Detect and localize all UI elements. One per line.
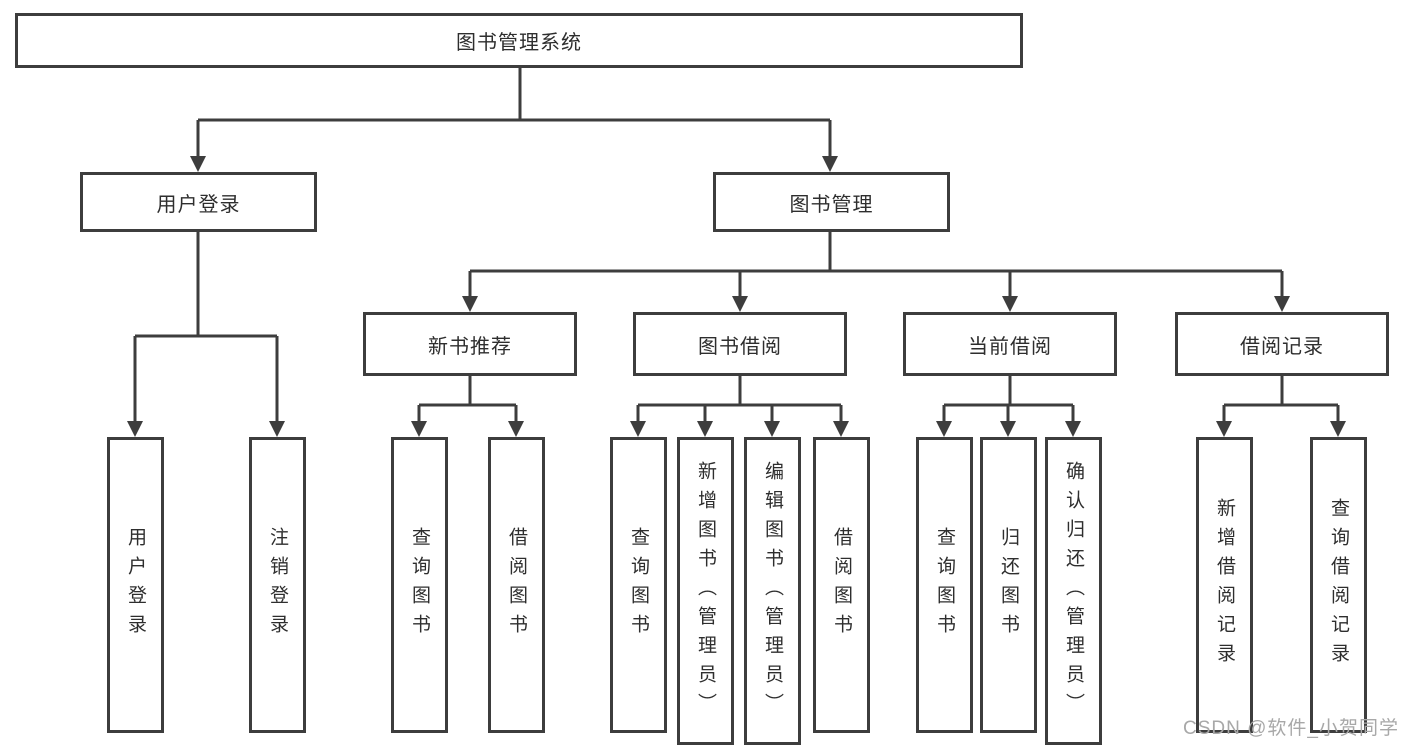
arrowhead (1000, 421, 1016, 437)
leaf-label: 查询借阅记录 (1328, 498, 1349, 672)
leaf-label: 注销登录 (267, 527, 288, 643)
arrowhead (462, 296, 478, 312)
leaf-label: 确认归还（管理员） (1063, 460, 1084, 722)
connector-current-borrow-split (942, 376, 1075, 423)
node-new-book-recommend: 新书推荐 (363, 312, 577, 376)
leaf-label: 查询图书 (628, 527, 649, 643)
leaf-query-book-nb: 查询图书 (391, 437, 448, 733)
arrowhead (190, 156, 206, 172)
node-current-borrow: 当前借阅 (903, 312, 1117, 376)
leaf-query-borrow-record: 查询借阅记录 (1310, 437, 1367, 733)
arrowhead (1274, 296, 1290, 312)
connector-book-mgmt-split (468, 232, 1284, 298)
leaf-logout: 注销登录 (249, 437, 306, 733)
arrowhead (697, 421, 713, 437)
arrowhead (764, 421, 780, 437)
arrowhead (1330, 421, 1346, 437)
leaf-return-book: 归还图书 (980, 437, 1037, 733)
leaf-borrow-book-nb: 借阅图书 (488, 437, 545, 733)
node-root: 图书管理系统 (15, 13, 1023, 68)
node-book-borrow: 图书借阅 (633, 312, 847, 376)
arrowhead (508, 421, 524, 437)
leaf-label: 查询图书 (934, 527, 955, 643)
node-book-mgmt: 图书管理 (713, 172, 950, 232)
csdn-watermark: CSDN @软件_小贺同学 (1183, 718, 1399, 739)
node-user-login: 用户登录 (80, 172, 317, 232)
leaf-label: 编辑图书（管理员） (762, 460, 783, 722)
leaf-borrow-book-bb: 借阅图书 (813, 437, 870, 733)
arrowhead (833, 421, 849, 437)
arrowhead (1002, 296, 1018, 312)
arrowhead (630, 421, 646, 437)
arrowheads (127, 156, 1346, 437)
leaf-label: 用户登录 (125, 527, 146, 643)
arrowhead (822, 156, 838, 172)
leaf-add-book-admin: 新增图书（管理员） (677, 437, 734, 745)
arrowhead (269, 421, 285, 437)
connector-new-book-split (417, 376, 518, 423)
arrowhead (127, 421, 143, 437)
leaf-confirm-return-admin: 确认归还（管理员） (1045, 437, 1102, 745)
connector-user-login-split (133, 232, 279, 423)
arrowhead (936, 421, 952, 437)
leaf-query-book-bb: 查询图书 (610, 437, 667, 733)
leaf-label: 查询图书 (409, 527, 430, 643)
arrowhead (1216, 421, 1232, 437)
leaf-add-borrow-record: 新增借阅记录 (1196, 437, 1253, 733)
connector-borrow-record-split (1222, 376, 1340, 423)
leaf-label: 归还图书 (998, 527, 1019, 643)
leaf-label: 新增借阅记录 (1214, 498, 1235, 672)
leaf-label: 借阅图书 (831, 527, 852, 643)
connector-book-borrow-split (636, 376, 843, 423)
arrowhead (732, 296, 748, 312)
leaf-user-login: 用户登录 (107, 437, 164, 733)
arrowhead (1065, 421, 1081, 437)
node-borrow-record: 借阅记录 (1175, 312, 1389, 376)
arrowhead (411, 421, 427, 437)
leaf-edit-book-admin: 编辑图书（管理员） (744, 437, 801, 745)
leaf-label: 新增图书（管理员） (695, 460, 716, 722)
leaf-query-book-cb: 查询图书 (916, 437, 973, 733)
connector-root-split (196, 67, 832, 158)
leaf-label: 借阅图书 (506, 527, 527, 643)
